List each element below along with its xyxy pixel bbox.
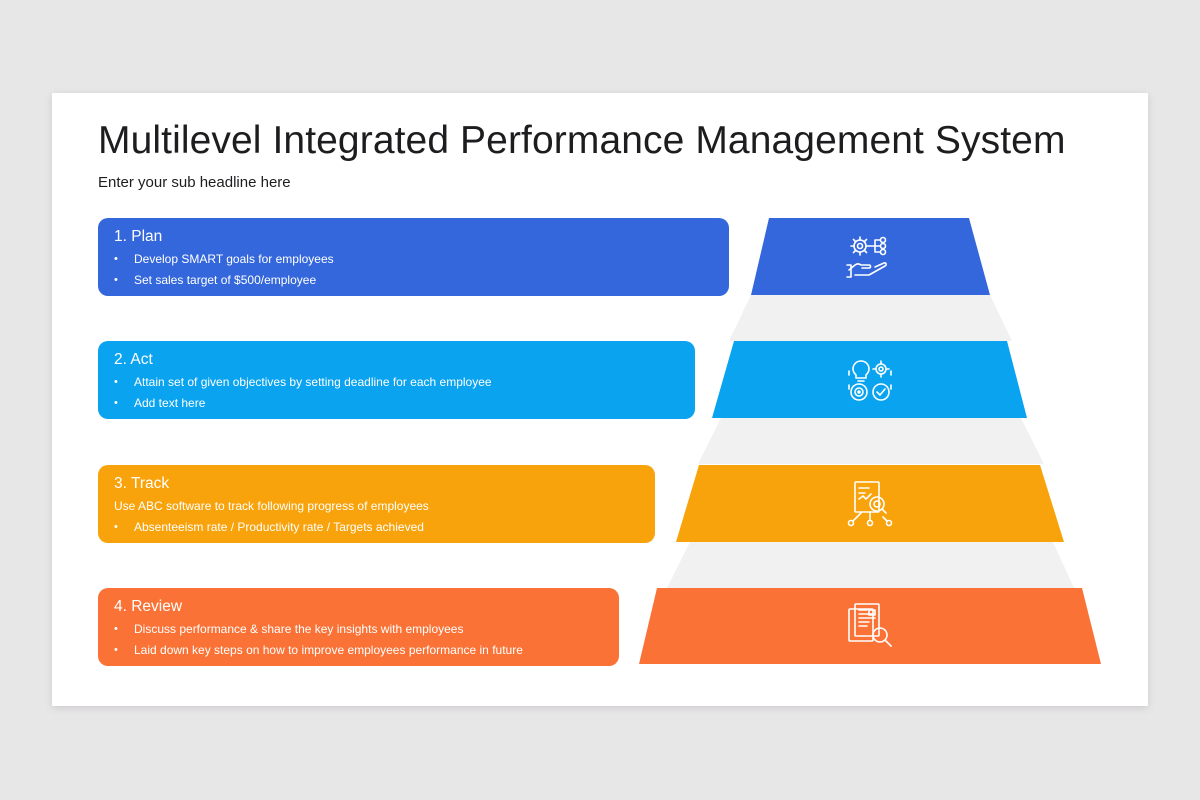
pyramid-tier-act — [712, 341, 1027, 418]
page-title: Multilevel Integrated Performance Manage… — [98, 119, 1066, 162]
bullet: • — [114, 521, 118, 533]
step-line-text: Use ABC software to track following prog… — [114, 499, 429, 513]
step-line: Use ABC software to track following prog… — [114, 496, 655, 517]
bullet: • — [114, 274, 118, 286]
step-line-text: Absenteeism rate / Productivity rate / T… — [134, 520, 424, 534]
step-line: • Laid down key steps on how to improve … — [114, 640, 619, 661]
step-line-text: Set sales target of $500/employee — [134, 273, 317, 287]
step-line-text: Add text here — [134, 396, 206, 410]
step-line: • Absenteeism rate / Productivity rate /… — [114, 517, 655, 538]
pyramid-gap-2 — [698, 418, 1044, 464]
step-heading: 4. Review — [114, 598, 183, 615]
pyramid-gap-1 — [729, 295, 1012, 341]
pyramid-tier-plan — [751, 218, 990, 295]
bullet: • — [114, 644, 118, 656]
document-search-icon — [848, 603, 892, 647]
objectives-grid-icon — [848, 360, 892, 401]
bullet: • — [114, 376, 118, 388]
tracking-report-icon — [847, 481, 893, 527]
gear-hand-icon — [846, 236, 887, 278]
pyramid-tier-review — [639, 588, 1101, 664]
step-card-review: 4. Review • Discuss performance & share … — [98, 588, 619, 666]
step-line: • Attain set of given objectives by sett… — [114, 372, 695, 393]
step-card-plan: 1. Plan • Develop SMART goals for employ… — [98, 218, 729, 296]
step-line: • Add text here — [114, 393, 695, 414]
step-heading: 3. Track — [114, 475, 170, 492]
step-line: • Develop SMART goals for employees — [114, 249, 729, 270]
step-heading: 2. Act — [114, 351, 153, 368]
pyramid-gap-3 — [667, 542, 1074, 588]
bullet: • — [114, 623, 118, 635]
step-line-text: Attain set of given objectives by settin… — [134, 375, 492, 389]
step-line: • Set sales target of $500/employee — [114, 270, 729, 291]
step-card-track: 3. Track Use ABC software to track follo… — [98, 465, 655, 543]
step-line-text: Discuss performance & share the key insi… — [134, 622, 464, 636]
page-subtitle: Enter your sub headline here — [98, 174, 291, 191]
step-line-text: Develop SMART goals for employees — [134, 252, 334, 266]
step-heading: 1. Plan — [114, 228, 163, 245]
step-card-act: 2. Act • Attain set of given objectives … — [98, 341, 695, 419]
bullet: • — [114, 397, 118, 409]
slide: Multilevel Integrated Performance Manage… — [52, 93, 1148, 706]
bullet: • — [114, 253, 118, 265]
step-line: • Discuss performance & share the key in… — [114, 619, 619, 640]
step-line-text: Laid down key steps on how to improve em… — [134, 643, 523, 657]
